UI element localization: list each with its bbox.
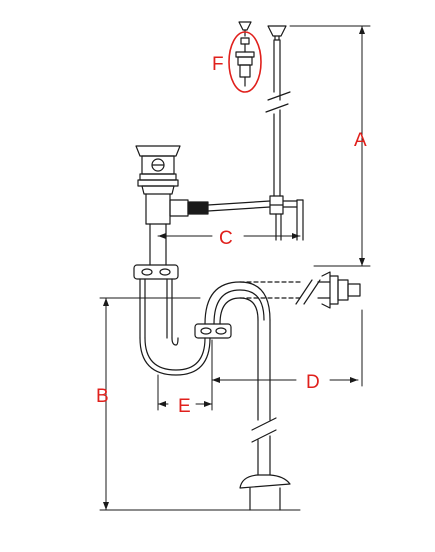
stopper-detail [235,37,255,87]
stopper-callout-circle [228,31,262,93]
p-trap [139,281,291,511]
dimension-label-b: B [96,386,109,407]
drain-body [135,145,298,266]
dimension-lines [99,25,371,511]
wall-outlet-alt [239,271,361,309]
dimension-label-e: E [178,396,191,417]
dimension-label-f: F [212,54,224,75]
pop-up-knob [238,21,287,41]
dimension-label-c: C [219,228,233,249]
dimension-arrows [103,26,365,510]
dimension-label-a: A [354,130,367,151]
lift-rod [265,39,304,241]
dimension-label-d: D [306,372,320,393]
tailpiece-slip-nut [133,264,179,339]
